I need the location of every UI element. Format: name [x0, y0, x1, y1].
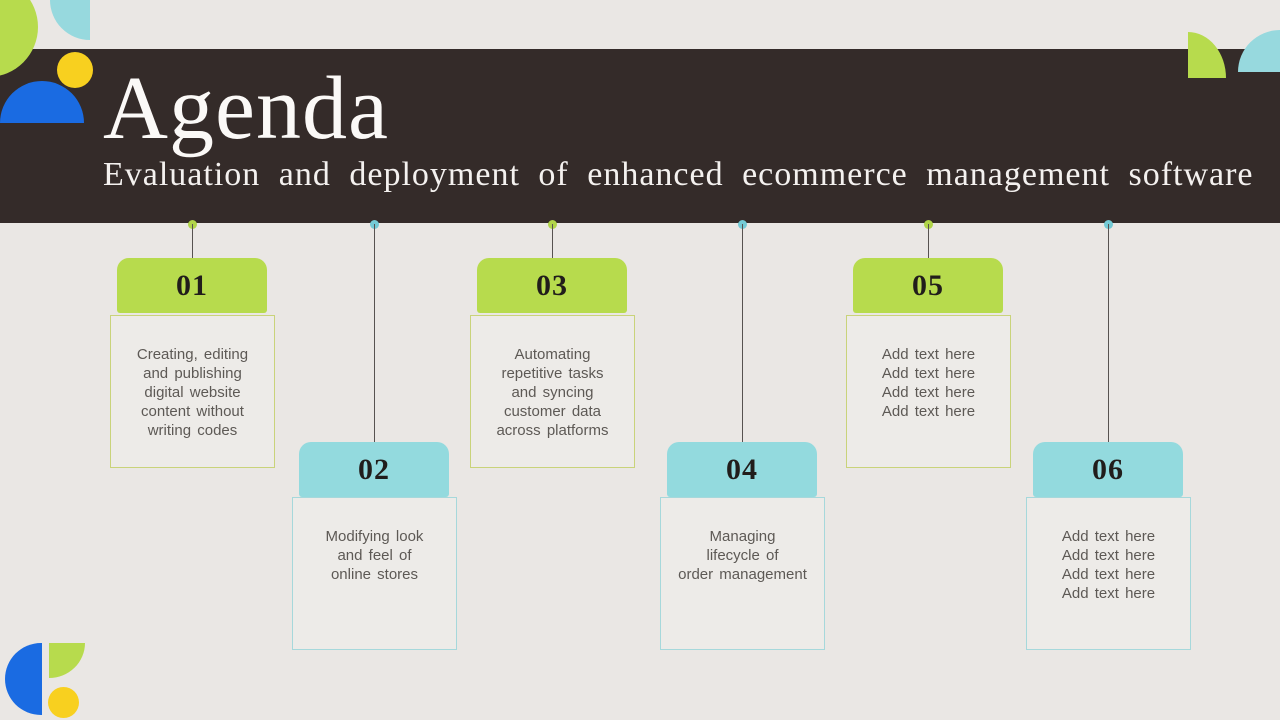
agenda-number-label: 01	[176, 268, 208, 302]
agenda-number-tab[interactable]: 06	[1033, 442, 1183, 497]
agenda-column-03: 03 Automating repetitive tasks and synci…	[470, 0, 635, 700]
decor-top-right-cyan-quarter	[1238, 30, 1280, 72]
agenda-text-box[interactable]: Creating, editing and publishing digital…	[110, 315, 275, 468]
agenda-text-box[interactable]: Add text here Add text here Add text her…	[1026, 497, 1191, 650]
decor-top-left-cyan-quarter	[50, 0, 90, 40]
decor-bottom-left-yellow-circle	[48, 687, 79, 718]
agenda-number-label: 02	[358, 452, 390, 486]
agenda-column-01: 01 Creating, editing and publishing digi…	[110, 0, 275, 700]
connector-line	[928, 224, 929, 260]
slide-subtitle: Evaluation and deployment of enhanced ec…	[103, 156, 1254, 193]
agenda-description: Modifying look and feel of online stores	[325, 528, 424, 583]
slide-title: Agenda	[103, 59, 389, 158]
connector-line	[552, 224, 553, 260]
header-bar: Agenda Evaluation and deployment of enha…	[0, 49, 1280, 223]
decor-top-left-yellow-circle	[57, 52, 93, 88]
agenda-text-box[interactable]: Add text here Add text here Add text her…	[846, 315, 1011, 468]
agenda-description: Managing lifecycle of order management	[678, 528, 807, 583]
agenda-number-label: 03	[536, 268, 568, 302]
agenda-number-tab[interactable]: 01	[117, 258, 267, 313]
decor-bottom-left-green-quarter	[49, 643, 85, 678]
agenda-number-tab[interactable]: 04	[667, 442, 817, 497]
agenda-number-label: 06	[1092, 452, 1124, 486]
decor-bottom-left-blue-halfcircle	[5, 643, 42, 715]
connector-line	[374, 224, 375, 444]
agenda-number-label: 04	[726, 452, 758, 486]
agenda-column-02: 02 Modifying look and feel of online sto…	[292, 0, 457, 700]
agenda-number-label: 05	[912, 268, 944, 302]
agenda-number-tab[interactable]: 02	[299, 442, 449, 497]
agenda-description: Creating, editing and publishing digital…	[136, 346, 249, 439]
connector-line	[742, 224, 743, 444]
agenda-column-04: 04 Managing lifecycle of order managemen…	[660, 0, 825, 700]
agenda-column-06: 06 Add text here Add text here Add text …	[1026, 0, 1191, 700]
agenda-description: Add text here Add text here Add text her…	[881, 346, 976, 420]
connector-line	[192, 224, 193, 260]
agenda-text-box[interactable]: Automating repetitive tasks and syncing …	[470, 315, 635, 468]
decor-top-right-green-quarter	[1188, 32, 1226, 78]
agenda-number-tab[interactable]: 03	[477, 258, 627, 313]
agenda-number-tab[interactable]: 05	[853, 258, 1003, 313]
agenda-text-box[interactable]: Managing lifecycle of order management	[660, 497, 825, 650]
agenda-text-box[interactable]: Modifying look and feel of online stores	[292, 497, 457, 650]
connector-line	[1108, 224, 1109, 444]
agenda-column-05: 05 Add text here Add text here Add text …	[846, 0, 1011, 700]
agenda-description: Automating repetitive tasks and syncing …	[496, 346, 609, 439]
agenda-description: Add text here Add text here Add text her…	[1061, 528, 1156, 602]
